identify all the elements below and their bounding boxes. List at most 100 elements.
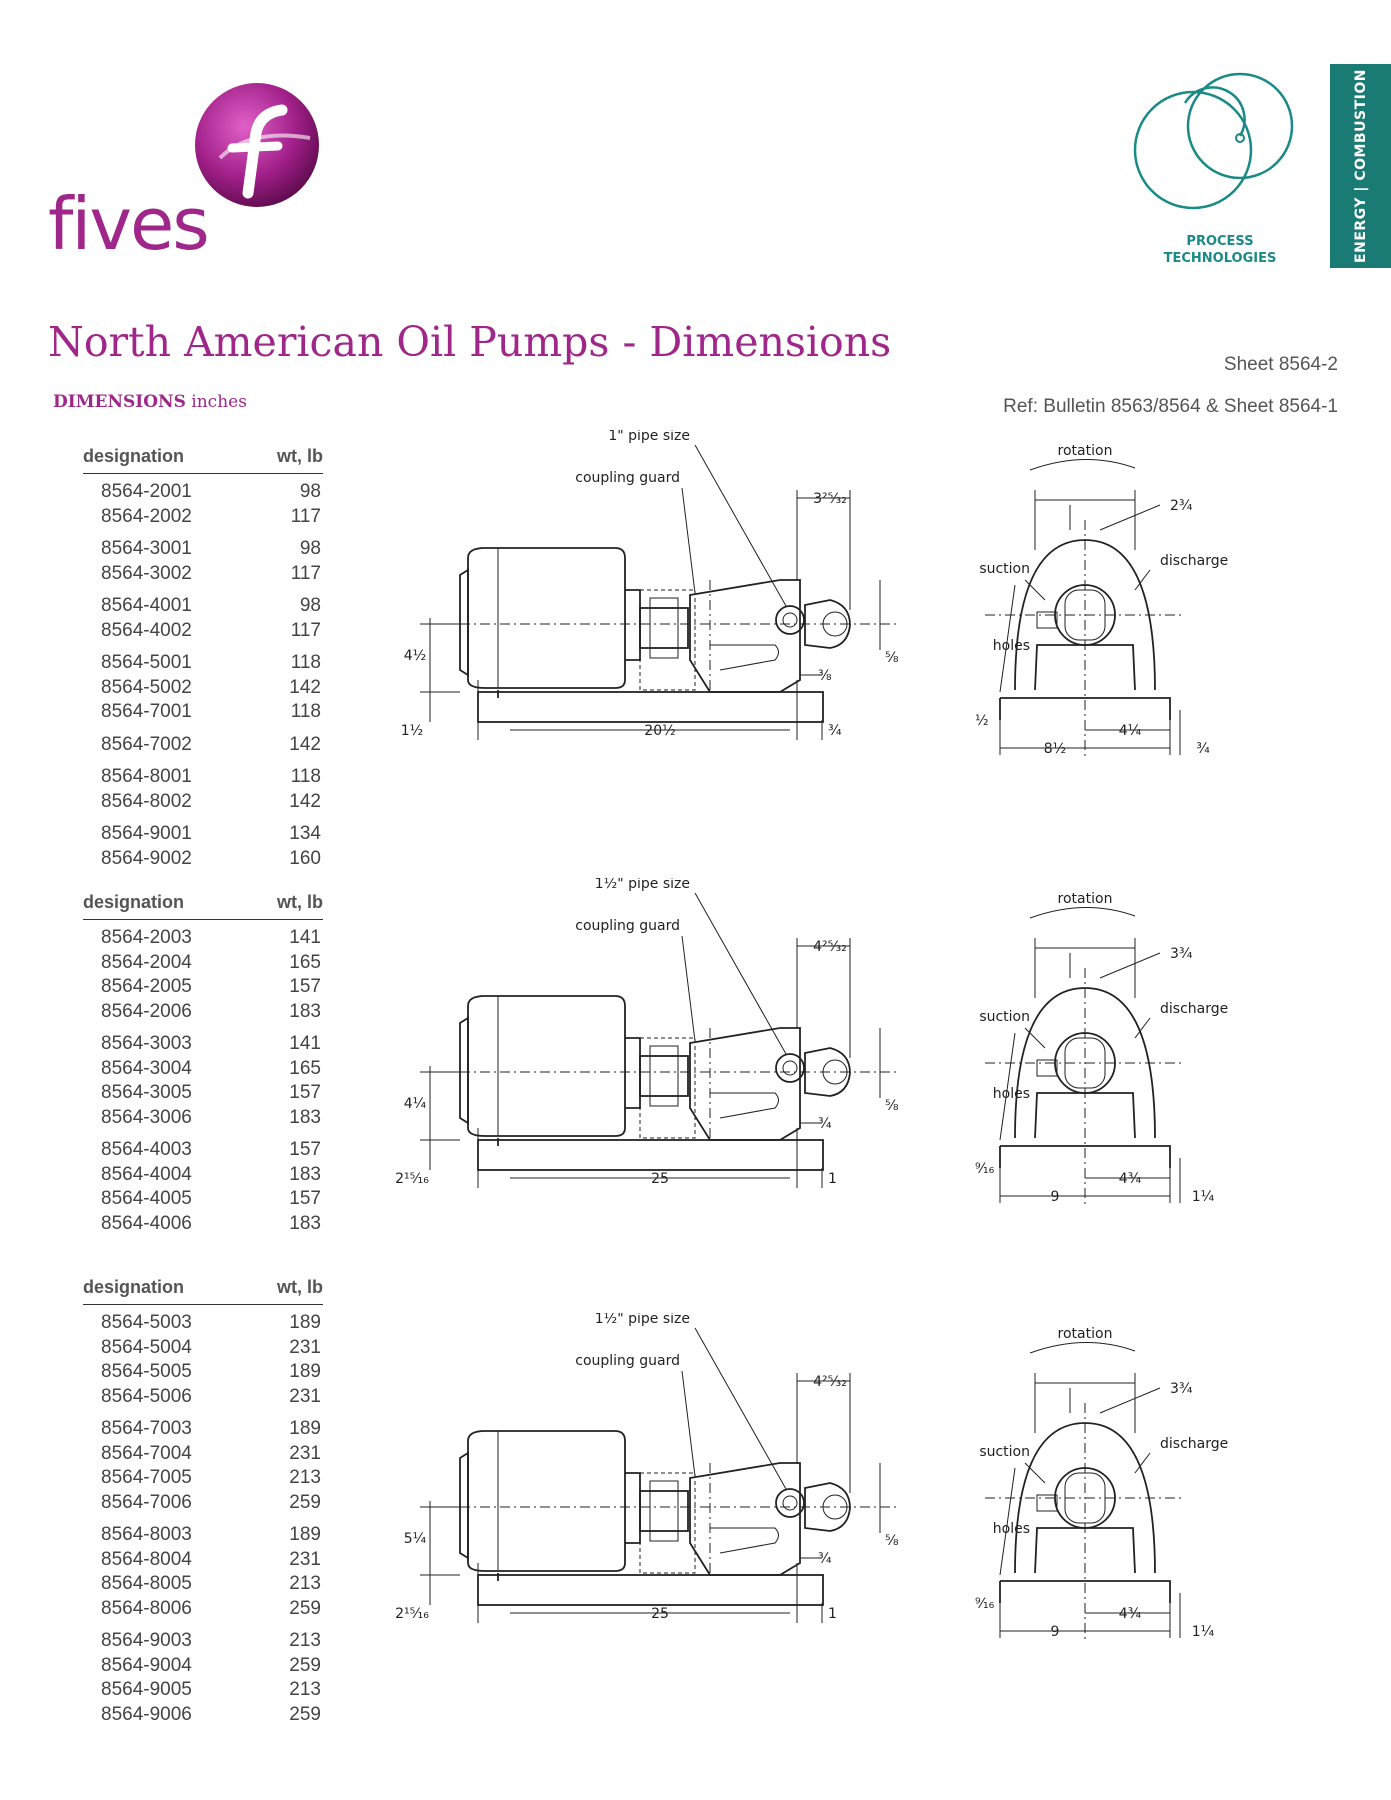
discharge-leader [1134,569,1151,591]
motor-body [467,995,626,1137]
suction-leader [1024,579,1046,601]
pipe-leader [694,892,787,1055]
designation-cell: 8564-3003 [101,1033,192,1054]
dimension-label: suction [979,1444,1030,1460]
col-weight: wt, lb [251,446,323,474]
bracket-detail [710,1092,779,1119]
discharge-leader [1134,1017,1151,1039]
motor-body [467,1430,626,1572]
coupling [639,607,689,649]
dimension-label: 20½ [644,723,675,739]
pump-port [775,1488,805,1518]
dimension-label: ¾ [818,1551,832,1567]
dimension-label: rotation [1058,443,1113,459]
holes-leader [999,1032,1016,1141]
drawing-line [1099,952,1161,979]
dimension-label: ⅝ [885,1098,899,1114]
designation-cell: 8564-8004 [101,1548,192,1570]
designation-cell: 8564-3006 [101,1106,192,1128]
holes-leader [999,1467,1016,1576]
dimension-label: coupling guard [575,1353,680,1369]
bracket-detail [710,644,779,671]
designation-cell: 8564-3002 [101,562,192,584]
table-row: 8564-2006 183 [83,1000,323,1025]
designation-cell: 8564-2006 [101,1000,192,1022]
designation-cell: 8564-7004 [101,1442,192,1464]
suction-fitting [1036,611,1058,629]
designation-cell: 8564-5005 [101,1361,192,1382]
dimension-label: rotation [1058,1326,1113,1342]
motor-endcap [459,568,469,677]
pump-bracket [689,579,801,693]
pump-bracket [689,1462,801,1576]
dimension-label: 1½ [401,723,423,739]
dimension-label: holes [993,638,1030,654]
weight-cell: 157 [289,1188,321,1209]
dimension-label: suction [979,561,1030,577]
dimension-label: coupling guard [575,918,680,934]
designation-cell: 8564-5002 [101,676,192,698]
designation-cell: 8564-2002 [101,505,192,527]
dimension-label: ⁹⁄₁₆ [975,1596,995,1612]
rotation-arrow [1029,1341,1136,1354]
designation-cell: 8564-2005 [101,976,192,997]
pipe-leader [694,1327,787,1490]
col-designation: designation [83,1277,252,1305]
weight-cell: 160 [289,847,321,869]
motor-body [467,547,626,689]
dimension-label: coupling guard [575,470,680,486]
weight-cell: 231 [289,1548,321,1570]
sheet-number: Sheet 8564-2 [1223,354,1338,375]
dimension-label: suction [979,1009,1030,1025]
coupling-leader [681,1370,696,1477]
weight-cell: 183 [289,1163,321,1185]
bracket-detail [710,1527,779,1554]
dimension-label: 9 [1051,1189,1060,1205]
designation-cell: 8564-9006 [101,1703,192,1725]
col-weight: wt, lb [251,1277,323,1305]
table-row: 8564-3001 98 [83,529,323,562]
dimension-label: 4²⁵⁄₃₂ [813,939,847,955]
designation-cell: 8564-2004 [101,951,192,973]
pump-port [775,1053,805,1083]
weight-cell: 183 [289,1000,321,1022]
drawing-line [1099,504,1161,531]
designation-cell: 8564-3001 [101,538,192,559]
side-tab: ENERGY | COMBUSTION [1330,64,1391,268]
designation-cell: 8564-9004 [101,1654,192,1676]
dimension-label: 1¼ [1192,1624,1215,1640]
designation-cell: 8564-3005 [101,1082,192,1103]
base-plate [477,1574,824,1606]
designation-cell: 8564-2003 [101,927,192,948]
designation-cell: 8564-8006 [101,1597,192,1619]
motor-flange [625,1037,641,1109]
weight-cell: 117 [290,619,321,641]
pump-port-inner [782,1060,798,1076]
dimension-label: holes [993,1521,1030,1537]
weight-cell: 98 [299,538,321,559]
dimension-label: 4¼ [404,1096,427,1112]
col-weight: wt, lb [251,892,323,920]
dimension-label: 4²⁵⁄₃₂ [813,1374,847,1390]
weight-cell: 231 [289,1336,321,1358]
weight-cell: 142 [289,790,321,812]
rotation-arrow [1029,906,1136,919]
